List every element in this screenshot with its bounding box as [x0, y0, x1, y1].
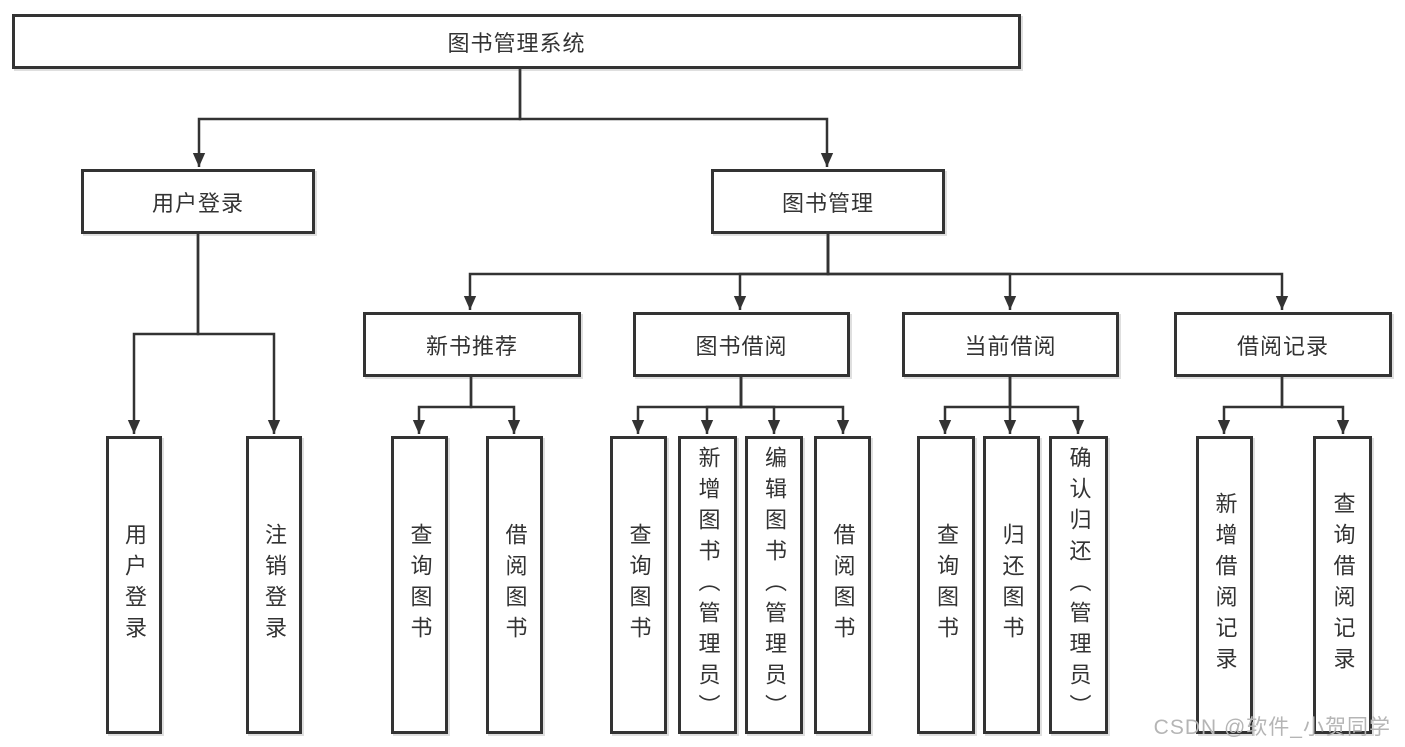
leaf-logout: 注销登录	[246, 436, 302, 734]
connector	[1217, 377, 1284, 434]
connector	[196, 234, 281, 434]
leaf-borrow-borrow: 借阅图书	[814, 436, 871, 734]
connector	[826, 234, 1289, 310]
leaf-newbook-borrow: 借阅图书	[486, 436, 543, 734]
leaf-borrow-query: 查询图书	[610, 436, 667, 734]
node-root: 图书管理系统	[12, 14, 1021, 69]
node-user-login: 用户登录	[81, 169, 315, 234]
connector	[739, 377, 850, 434]
node-borrow-records: 借阅记录	[1174, 312, 1392, 377]
leaf-record-query: 查询借阅记录	[1313, 436, 1372, 734]
leaf-borrow-edit-admin: 编辑图书（管理员）	[745, 436, 803, 734]
connector	[733, 234, 830, 310]
connector	[1008, 377, 1085, 434]
node-book-borrow: 图书借阅	[633, 312, 850, 377]
connector	[192, 68, 522, 167]
leaf-current-query: 查询图书	[917, 436, 975, 734]
connector	[463, 234, 830, 310]
connector	[631, 377, 743, 434]
leaf-record-add: 新增借阅记录	[1196, 436, 1253, 734]
leaf-user-login: 用户登录	[106, 436, 162, 734]
leaf-borrow-add-admin: 新增图书（管理员）	[678, 436, 737, 734]
node-book-management: 图书管理	[711, 169, 945, 234]
connector	[1280, 377, 1350, 434]
connector	[469, 377, 521, 434]
leaf-current-confirm-admin: 确认归还（管理员）	[1049, 436, 1108, 734]
node-current-borrow: 当前借阅	[902, 312, 1119, 377]
connector	[739, 377, 781, 434]
leaf-current-return: 归还图书	[983, 436, 1040, 734]
connector	[518, 68, 834, 167]
connector	[412, 377, 473, 434]
connector	[826, 234, 1017, 310]
leaf-newbook-query: 查询图书	[391, 436, 448, 734]
connector	[700, 377, 743, 434]
connector	[127, 234, 200, 434]
node-new-book-recommend: 新书推荐	[363, 312, 581, 377]
csdn-watermark: CSDN @软件_小贺同学	[1153, 716, 1391, 739]
connector	[938, 377, 1012, 434]
